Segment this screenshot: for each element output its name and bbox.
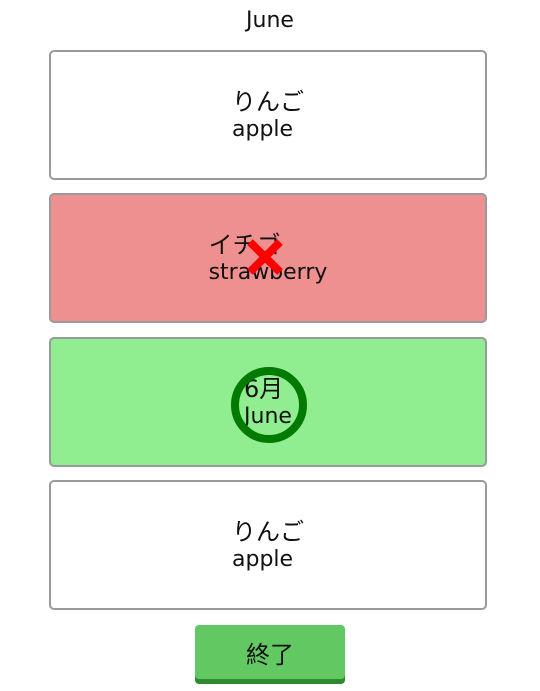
choice-meaning: apple [232,547,294,572]
choice-card-3[interactable]: 6月 June [49,337,487,467]
choice-meaning: apple [232,117,294,142]
choice-word: りんご [232,88,304,116]
choice-word: イチゴ [208,231,281,259]
choice-card-1[interactable]: りんご apple [49,50,487,180]
choice-card-2[interactable]: イチゴ strawberry [49,193,487,323]
end-button[interactable]: 終了 [195,625,345,679]
question-word: June [246,8,294,33]
choice-meaning: June [244,404,292,429]
choice-word: 6月 [244,375,284,403]
choice-card-4[interactable]: りんご apple [49,480,487,610]
choice-word: りんご [232,518,304,546]
choice-meaning: strawberry [208,260,328,285]
